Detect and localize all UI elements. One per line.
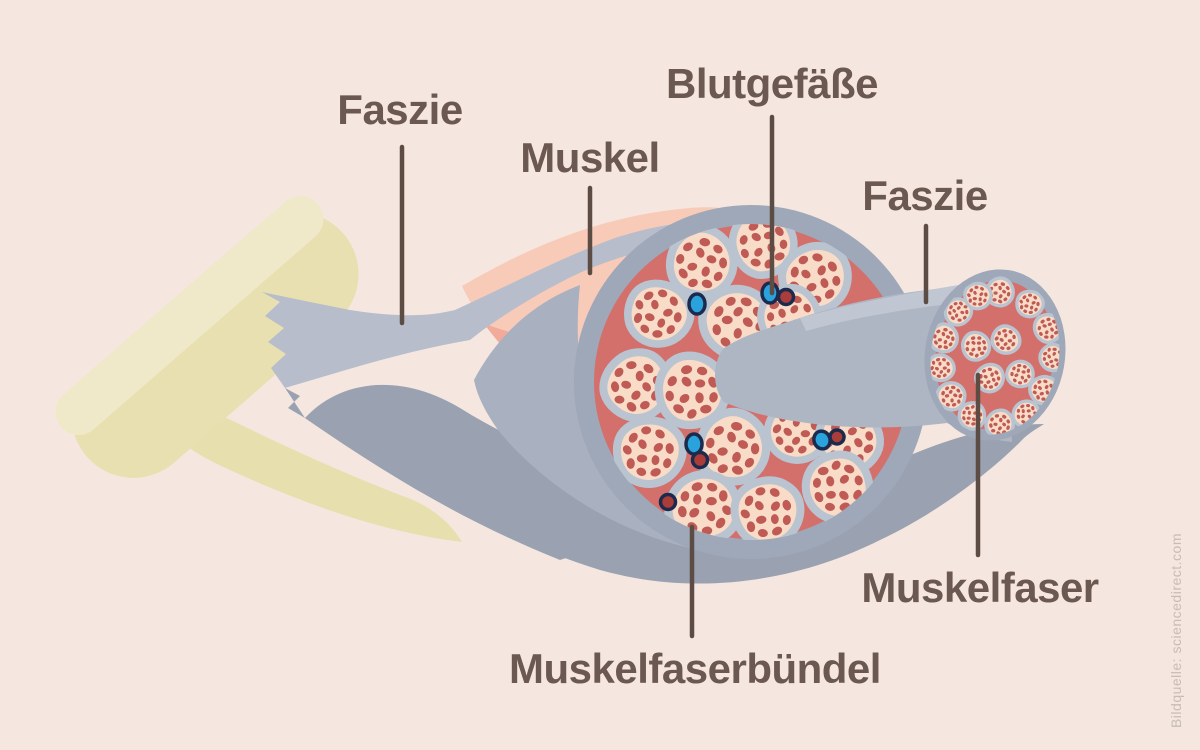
muscle-fiber [1005,359,1035,389]
image-source-credit: Bildquelle: sciencedirect.com [1168,532,1184,728]
blood-vessel-red [828,428,846,446]
blood-vessels-group [658,281,846,512]
fascicles-group [592,201,892,554]
label-muskelfaser: Muskelfaser [861,564,1099,611]
label-muskelfaserbuendel: Muskelfaserbündel [509,645,881,692]
leader-lines [399,114,981,639]
label-faszie-right: Faszie [862,172,988,219]
fascia-outer-dark [285,384,1044,584]
muscle-fiber [1015,289,1045,319]
label-muskel: Muskel [520,134,660,181]
label-faszie-top: Faszie [337,86,463,133]
fascia-outer-light [262,224,680,388]
label-blutgefaesse: Blutgefäße [665,60,879,107]
blood-vessel-red [658,492,678,512]
blood-vessel-red [776,287,796,307]
tendon [55,196,462,542]
blood-vessel-red [690,450,710,470]
blood-vessel-blue [687,292,707,316]
